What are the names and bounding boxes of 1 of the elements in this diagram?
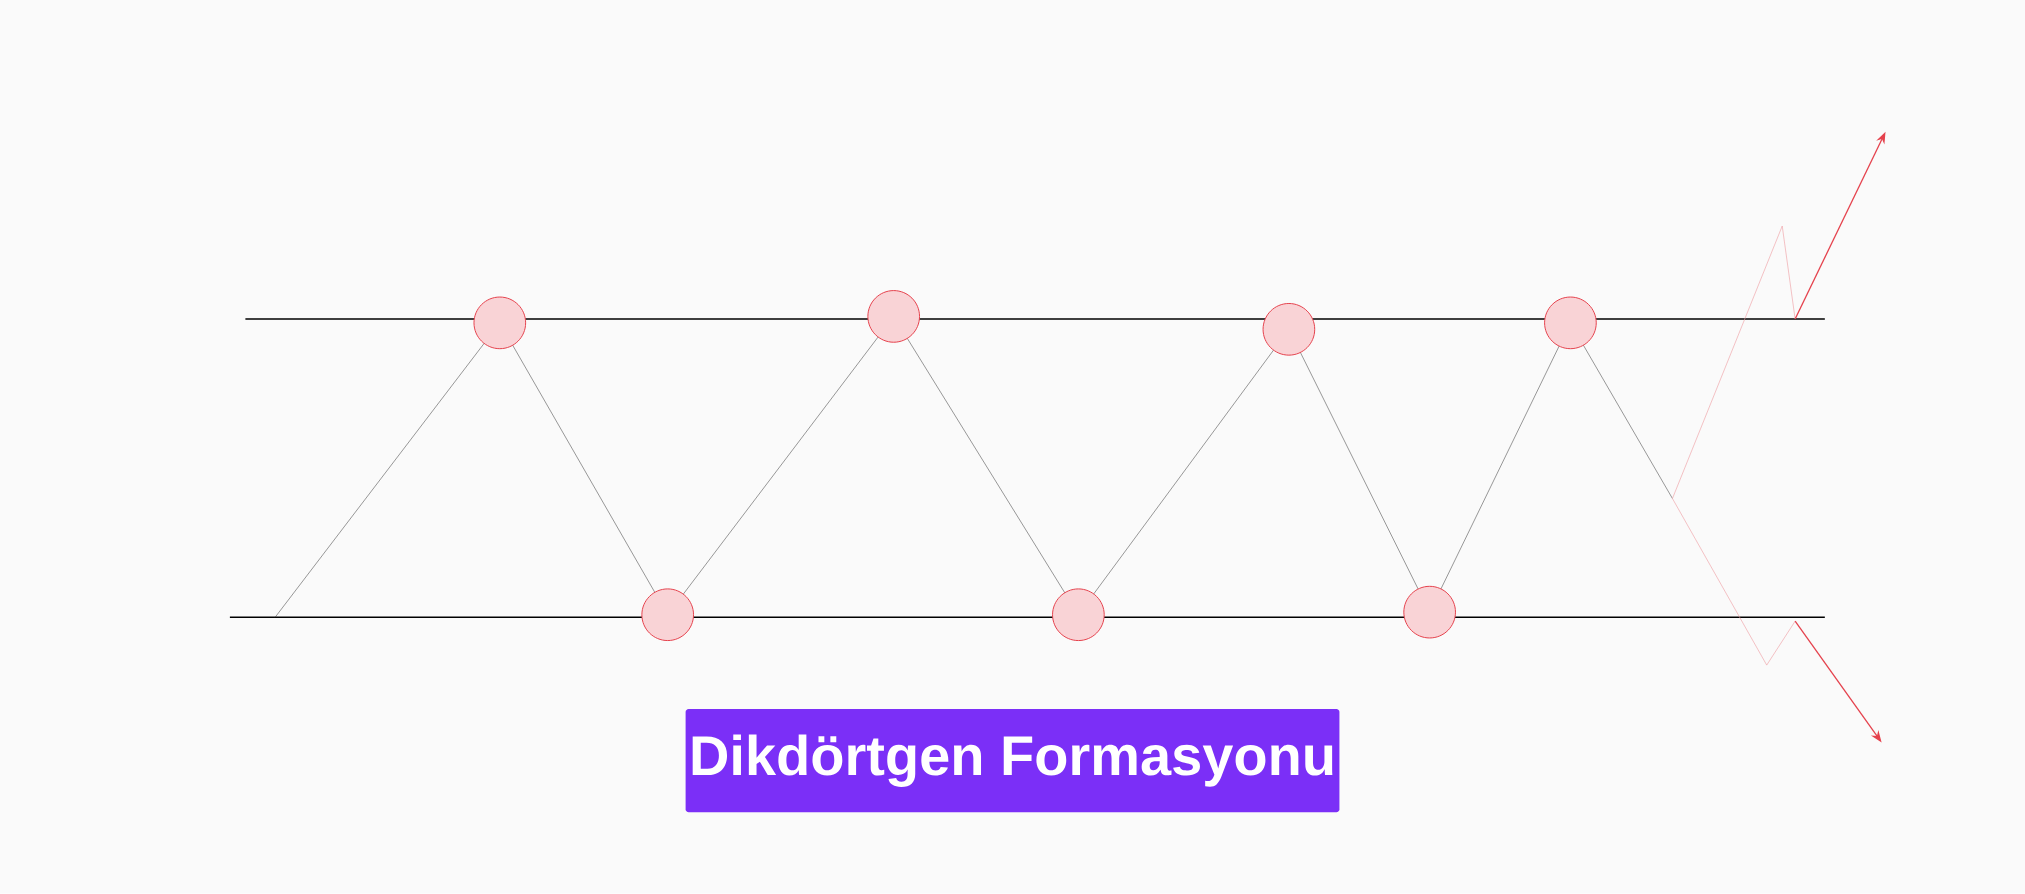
title-banner: Dikdörtgen Formasyonu [685,709,1340,813]
